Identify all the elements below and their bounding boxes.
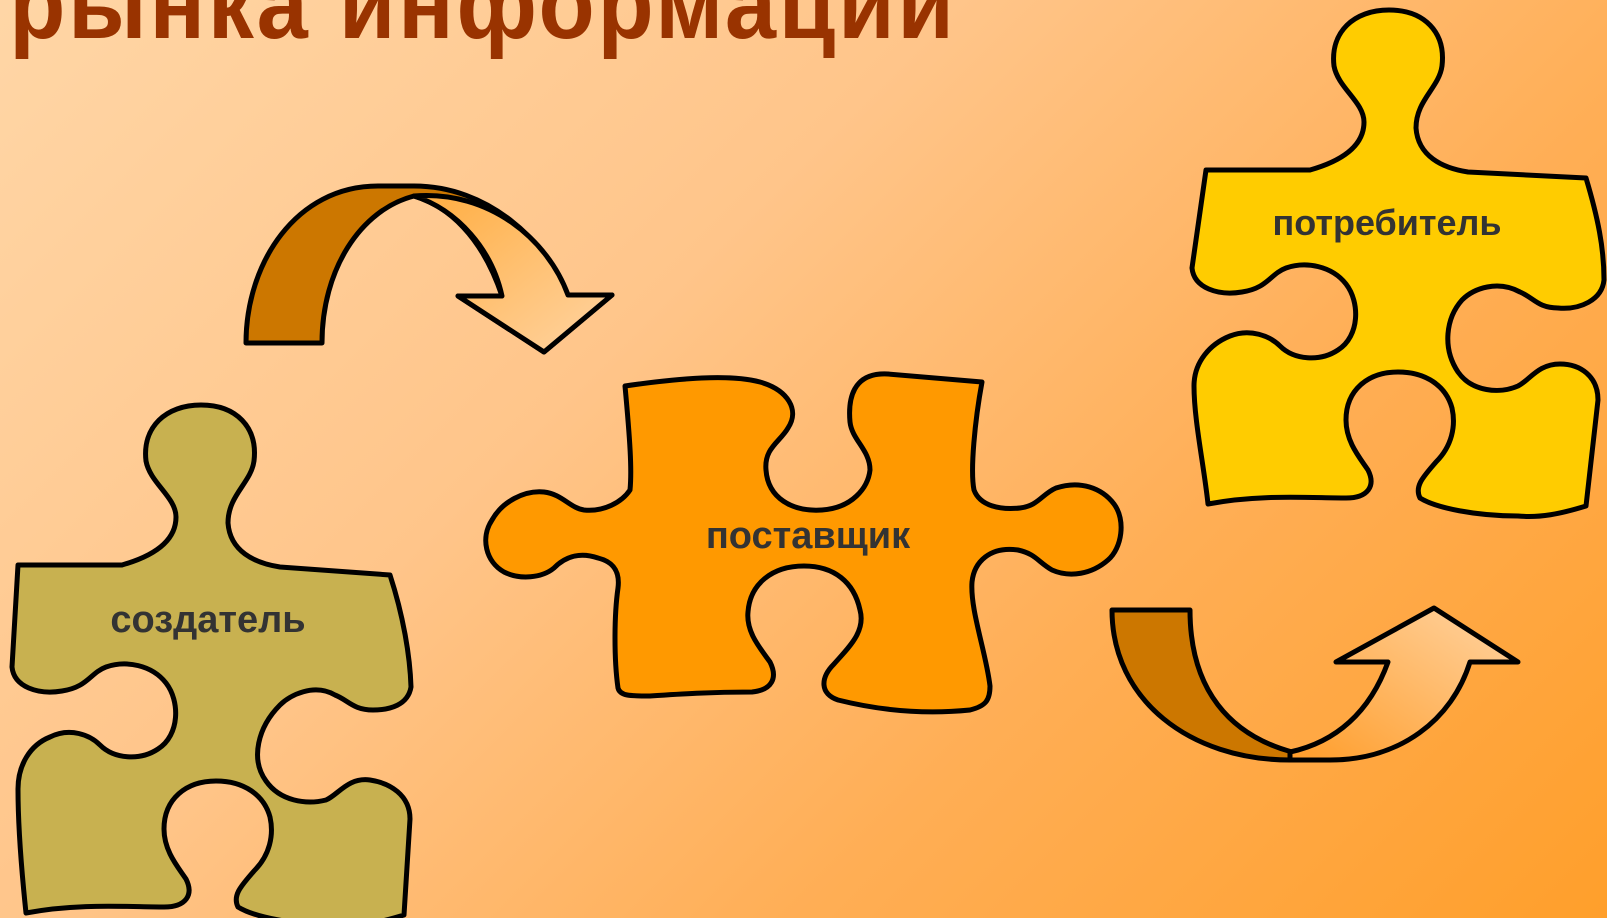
puzzle-piece-consumer [1192,10,1604,517]
arrow-highlight [1290,608,1518,760]
puzzle-piece-creator [12,405,411,918]
arrow-creator-to-provider [246,186,612,352]
puzzle-piece-icon [12,405,411,918]
arrow-provider-to-consumer [1112,608,1518,760]
node-label-consumer: потребитель [1272,202,1501,243]
node-label-provider: поставщик [706,515,911,557]
curved-arrow-up-icon [1112,610,1292,760]
node-label-creator: создатель [110,599,305,641]
puzzle-piece-icon [1192,10,1604,517]
